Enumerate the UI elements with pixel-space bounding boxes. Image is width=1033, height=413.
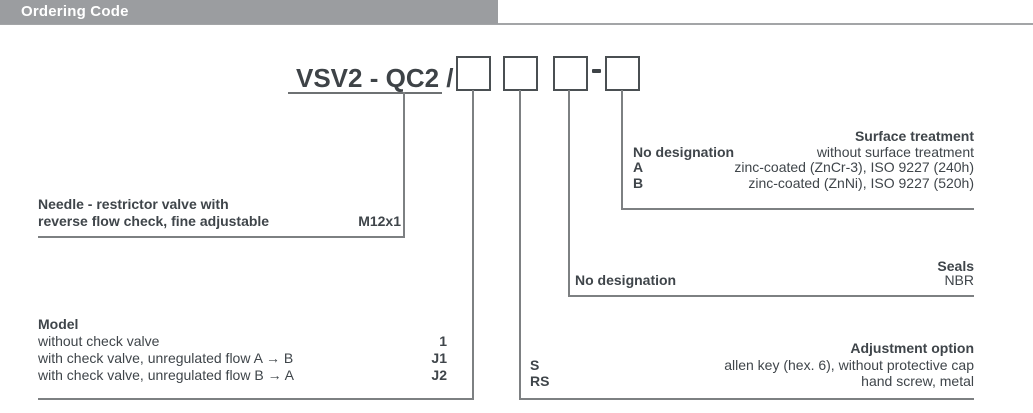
adjustment-code: RS	[530, 373, 550, 389]
surface-row: No designation without surface treatment	[633, 143, 974, 161]
section-title: Ordering Code	[21, 3, 129, 20]
model-value: J1	[431, 350, 447, 366]
valve-description-line1: Needle - restrictor valve with	[38, 196, 229, 212]
adjustment-title: Adjustment option	[850, 340, 974, 356]
connector-seals	[568, 90, 570, 297]
connector-model	[472, 90, 474, 400]
valve-section-line	[38, 236, 405, 238]
adjustment-option-block: Adjustment option S allen key (hex. 6), …	[530, 340, 974, 390]
adjustment-code: S	[530, 356, 540, 373]
header-rule	[0, 23, 1033, 25]
seals-block: Seals No designation NBR	[575, 259, 974, 287]
model-label: with check valve, unregulated flow B → A	[38, 367, 295, 383]
connector-valve-description	[403, 92, 405, 238]
seals-row: No designation NBR	[575, 273, 974, 287]
connector-surface	[621, 90, 623, 210]
model-label: with check valve, unregulated flow A → B	[38, 350, 294, 366]
model-value: 1	[439, 333, 447, 349]
surface-treatment-block: Surface treatment No designation without…	[633, 128, 974, 192]
surface-row: B zinc-coated (ZnNi), ISO 9227 (520h)	[633, 174, 974, 192]
seals-code: No designation	[575, 272, 677, 288]
model-row: with check valve, unregulated flow B → A…	[38, 367, 447, 384]
connector-adjustment	[519, 90, 521, 400]
adjustment-desc: hand screw, metal	[861, 373, 974, 389]
model-section-line	[38, 398, 474, 400]
valve-description-block: Needle - restrictor valve with reverse f…	[38, 196, 401, 230]
option-box-model	[456, 56, 491, 91]
model-title: Model	[38, 316, 79, 332]
surface-code: A	[633, 159, 644, 176]
code-dash	[592, 69, 601, 73]
code-underline	[288, 92, 442, 94]
surface-code: B	[633, 174, 644, 191]
adjustment-row: RS hand screw, metal	[530, 373, 974, 390]
model-row: with check valve, unregulated flow A → B…	[38, 350, 447, 367]
model-value: J2	[431, 367, 447, 383]
surface-row: A zinc-coated (ZnCr-3), ISO 9227 (240h)	[633, 160, 974, 176]
adjustment-row: S allen key (hex. 6), without protective…	[530, 357, 974, 374]
order-code-text: VSV2 - QC2 /	[296, 63, 454, 93]
adjustment-section-line	[519, 398, 974, 400]
section-header-bar: Ordering Code	[0, 0, 498, 24]
model-block: Model without check valve 1 with check v…	[38, 316, 447, 384]
valve-description-line2: reverse flow check, fine adjustable M12x…	[38, 213, 401, 230]
surface-desc: without surface treatment	[816, 143, 974, 160]
model-row: without check valve 1	[38, 333, 447, 350]
surface-treatment-title: Surface treatment	[854, 128, 974, 144]
valve-thread-value: M12x1	[358, 213, 401, 229]
option-box-seals	[553, 56, 588, 91]
valve-description-text: reverse flow check, fine adjustable	[38, 213, 270, 229]
option-box-surface	[605, 56, 640, 91]
model-label: without check valve	[38, 333, 160, 349]
option-box-adjustment	[503, 56, 538, 91]
seals-section-line	[568, 295, 974, 297]
surface-desc: zinc-coated (ZnCr-3), ISO 9227 (240h)	[734, 159, 974, 176]
seals-desc: NBR	[944, 272, 974, 288]
surface-code: No designation	[633, 143, 735, 160]
surface-desc: zinc-coated (ZnNi), ISO 9227 (520h)	[748, 174, 974, 191]
surface-section-line	[621, 208, 974, 210]
adjustment-desc: allen key (hex. 6), without protective c…	[724, 356, 974, 373]
seals-title: Seals	[937, 258, 974, 274]
